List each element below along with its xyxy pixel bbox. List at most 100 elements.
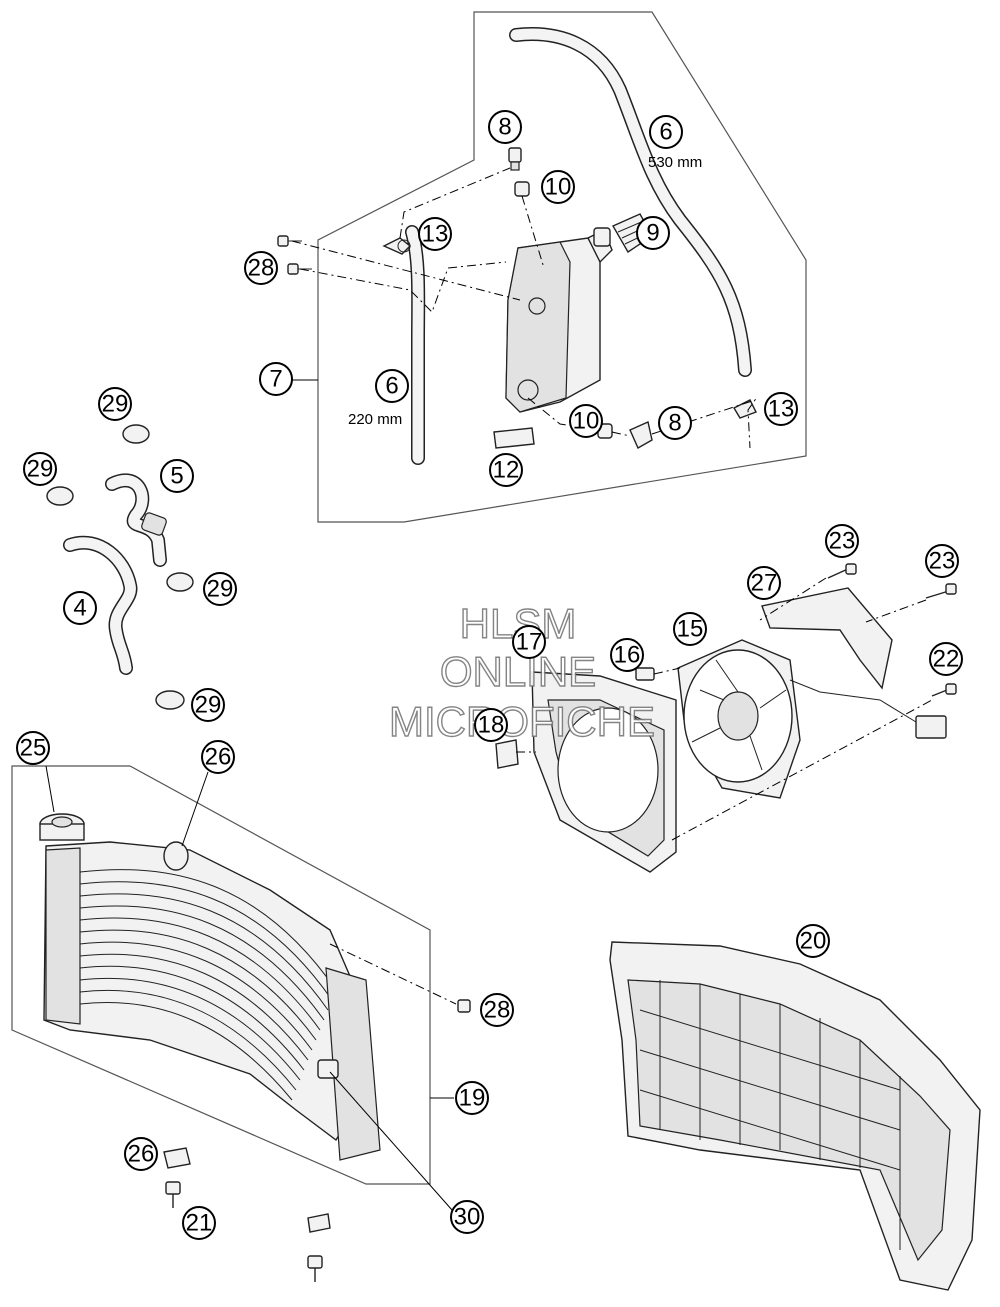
- bolt-21: [165, 1181, 181, 1208]
- fitting-8-bottom: [629, 421, 653, 449]
- callout-23-b: 23: [925, 544, 959, 578]
- screw-28-top: [277, 235, 302, 247]
- svg-text:25: 25: [20, 735, 47, 762]
- svg-text:26: 26: [128, 1141, 155, 1168]
- expansion-tank-group-frame: [317, 11, 807, 523]
- radiator-hose-4: [63, 535, 138, 675]
- svg-text:16: 16: [614, 642, 641, 669]
- hose-220mm: [405, 225, 426, 465]
- callout-30: 30: [450, 1200, 484, 1234]
- hose-clamp-29-c: [166, 572, 194, 592]
- callout-15: 15: [673, 612, 707, 646]
- expansion-tank: [505, 227, 613, 413]
- callout-25: 25: [16, 731, 50, 765]
- svg-text:26: 26: [205, 744, 232, 771]
- callout-21: 21: [182, 1206, 216, 1240]
- hose-530mm: [509, 27, 752, 377]
- svg-text:22: 22: [933, 646, 960, 673]
- svg-text:29: 29: [27, 456, 54, 483]
- svg-text:28: 28: [248, 255, 275, 282]
- callout-27: 27: [747, 566, 781, 600]
- callout-4: 4: [63, 591, 97, 625]
- svg-text:9: 9: [646, 220, 659, 247]
- callout-28-bottom: 28: [480, 993, 514, 1027]
- svg-text:19: 19: [459, 1085, 486, 1112]
- callout-6-short: 6: [375, 369, 409, 403]
- callout-13-left: 13: [418, 217, 452, 251]
- watermark-line3: MICROFICHE: [389, 698, 655, 745]
- svg-text:15: 15: [677, 616, 704, 643]
- callout-12: 12: [489, 453, 523, 487]
- radiator-19: [43, 841, 381, 1161]
- radiator-cap-25: [39, 813, 85, 841]
- callout-29-a: 29: [98, 387, 132, 421]
- callout-22: 22: [929, 642, 963, 676]
- callout-20: 20: [796, 924, 830, 958]
- callout-8-bottom: 8: [658, 406, 692, 440]
- radiator-group-frame: [11, 765, 431, 1185]
- clip-18: [495, 739, 519, 769]
- watermark: HLSM ONLINE MICROFICHE: [388, 599, 655, 745]
- svg-text:10: 10: [545, 174, 572, 201]
- screw-23-b: [925, 583, 957, 599]
- callout-13-right: 13: [764, 392, 798, 426]
- fitting-8-top: [508, 147, 522, 171]
- callout-19: 19: [455, 1081, 489, 1115]
- grommet-spare: [307, 1213, 331, 1233]
- radiator-hose-5: [105, 473, 167, 567]
- callout-10-bottom: 10: [569, 404, 603, 438]
- svg-text:18: 18: [478, 712, 505, 739]
- clamp-13-left: [382, 237, 412, 255]
- svg-text:4: 4: [73, 595, 86, 622]
- svg-text:12: 12: [493, 457, 520, 484]
- grommet-26-top: [163, 841, 189, 871]
- bolt-spare: [307, 1255, 323, 1282]
- callout-28-top: 28: [244, 251, 278, 285]
- dim-hose-530mm: 530 mm: [648, 154, 702, 171]
- callout-5: 5: [160, 459, 194, 493]
- svg-text:20: 20: [800, 928, 827, 955]
- callout-16: 16: [610, 638, 644, 672]
- callout-7: 7: [259, 362, 293, 396]
- svg-text:6: 6: [385, 373, 398, 400]
- grommet-26-bottom: [163, 1147, 191, 1169]
- fan-shroud-17: [531, 671, 677, 873]
- screw-28-bottom: [457, 999, 471, 1013]
- hose-clamp-29-d: [155, 690, 185, 710]
- callout-29-b: 29: [23, 452, 57, 486]
- radiator-guard-20: [609, 941, 981, 1291]
- svg-text:8: 8: [498, 114, 511, 141]
- svg-text:6: 6: [659, 119, 672, 146]
- watermark-line2: ONLINE: [440, 648, 596, 695]
- svg-text:29: 29: [195, 692, 222, 719]
- clip-12: [493, 427, 535, 449]
- svg-text:17: 17: [516, 629, 543, 656]
- svg-text:13: 13: [422, 221, 449, 248]
- callout-6-long: 6: [649, 115, 683, 149]
- hose-clamp-29-a: [122, 424, 150, 444]
- callout-26-bottom: 26: [124, 1137, 158, 1171]
- callout-23-a: 23: [825, 524, 859, 558]
- svg-text:13: 13: [768, 396, 795, 423]
- screw-23-a: [827, 563, 857, 579]
- dim-hose-220mm: 220 mm: [348, 411, 402, 428]
- svg-text:29: 29: [102, 391, 129, 418]
- svg-text:23: 23: [929, 548, 956, 575]
- fan-wire-22: [789, 679, 947, 739]
- svg-text:27: 27: [751, 570, 778, 597]
- fan-15: [677, 639, 801, 799]
- grommet-10-top: [514, 181, 530, 197]
- callout-18: 18: [474, 708, 508, 742]
- svg-text:5: 5: [170, 463, 183, 490]
- svg-text:8: 8: [668, 410, 681, 437]
- svg-text:29: 29: [207, 576, 234, 603]
- callout-26-top: 26: [201, 740, 235, 774]
- callout-10-top: 10: [541, 170, 575, 204]
- svg-text:21: 21: [186, 1210, 213, 1237]
- callout-8-top: 8: [488, 110, 522, 144]
- fan-cover-27: [761, 587, 893, 690]
- callout-9: 9: [636, 216, 670, 250]
- svg-text:10: 10: [573, 408, 600, 435]
- svg-text:28: 28: [484, 997, 511, 1024]
